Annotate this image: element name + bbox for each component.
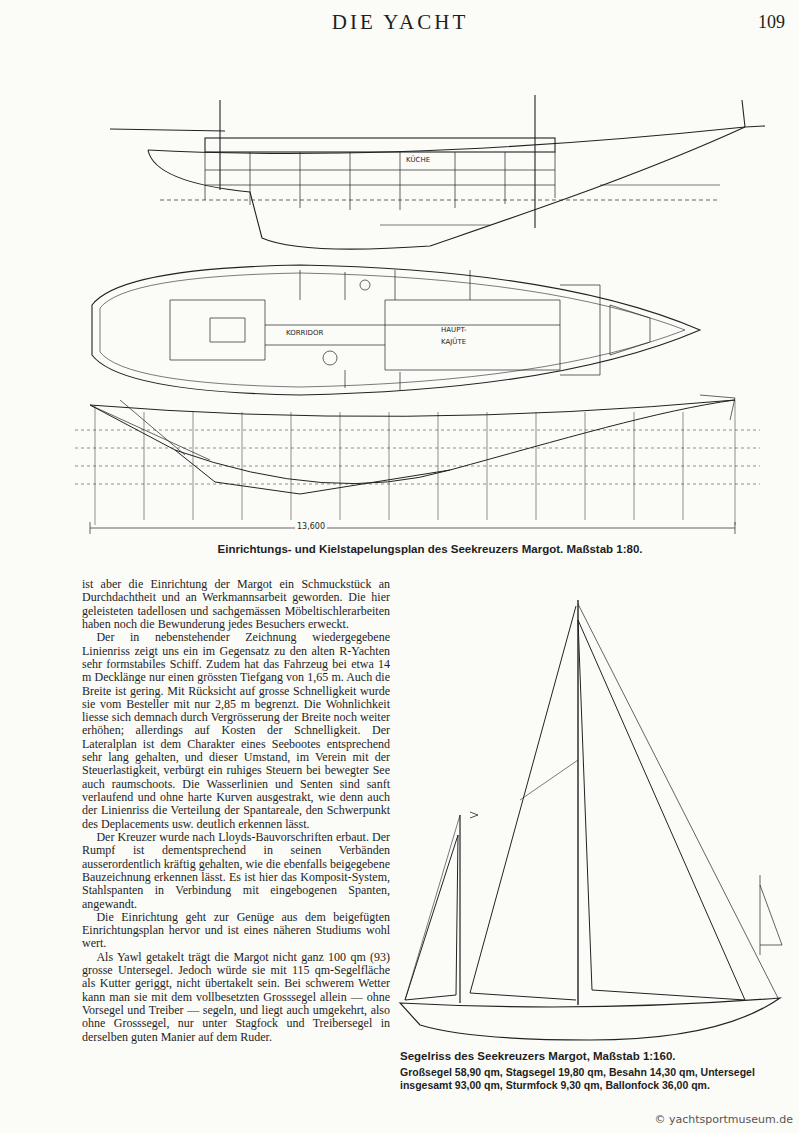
sail-plan [400,600,782,1040]
waterline [160,200,720,201]
page-number: 109 [740,12,785,33]
dimension-label: 13,600 [295,522,327,531]
main-mast [534,95,535,228]
stove [360,280,370,290]
mast-step [323,351,337,365]
body-paragraph: ist aber die Einrichtung der Margot ein … [82,578,390,631]
figure-caption: Einrichtungs- und Kielstapelungsplan des… [120,543,740,555]
mainsail [470,606,576,1000]
cabin-partitions [265,270,600,390]
staysail [578,620,745,1000]
bow-fitting [742,100,765,127]
deckhouse [205,138,555,152]
room-label: KAJÜTE [440,338,467,346]
stem-and-stern [90,395,735,460]
hull [400,998,780,1040]
body-paragraph: Die Einrichtung geht zur Genüge aus dem … [82,911,390,951]
body-paragraph: Als Yawl getakelt trägt die Margot nicht… [82,951,390,1044]
length-dimension [90,522,735,534]
main-mast [577,600,578,1005]
hull-profile [90,400,735,484]
sail-areas: Großsegel 58,90 qm, Stagsegel 19,80 qm, … [400,1066,792,1092]
sheer-line [148,127,745,153]
waterlines [75,430,760,484]
figure-caption: Segelriss des Seekreuzers Margot, Maßsta… [400,1050,792,1062]
mizzen-sail [405,835,458,1000]
sheer-line [90,400,735,416]
aft-cabin [170,300,265,360]
mizzen-boom [110,129,225,131]
mizzen-mast [219,100,220,190]
keel-profile [175,450,450,494]
room-label: KORRIDOR [285,329,324,337]
rigging [405,760,578,1000]
mizzen-mast [459,815,460,1003]
flag [470,812,478,818]
dimension-lines [380,185,720,225]
forepeak [610,305,650,355]
body-paragraph: Der in nebenstehender Zeichnung wiederge… [82,631,390,831]
profile-drawing [110,95,765,249]
room-label: KÜCHE [405,156,431,164]
watermark: © yachtsportmuseum.de [655,1113,793,1126]
running-head: DIE YACHT [200,10,600,35]
storm-jib-sketch [760,875,782,955]
hull-outline [148,127,745,249]
plan-drawing [92,265,700,395]
interior-frames [205,152,555,210]
deck-outline [92,265,700,395]
keel-drawing [75,395,760,534]
forestay [578,604,778,998]
body-paragraph: Der Kreuzer wurde nach Lloyds-Bauvorschr… [82,831,390,911]
room-label: HAUPT- [440,326,468,334]
